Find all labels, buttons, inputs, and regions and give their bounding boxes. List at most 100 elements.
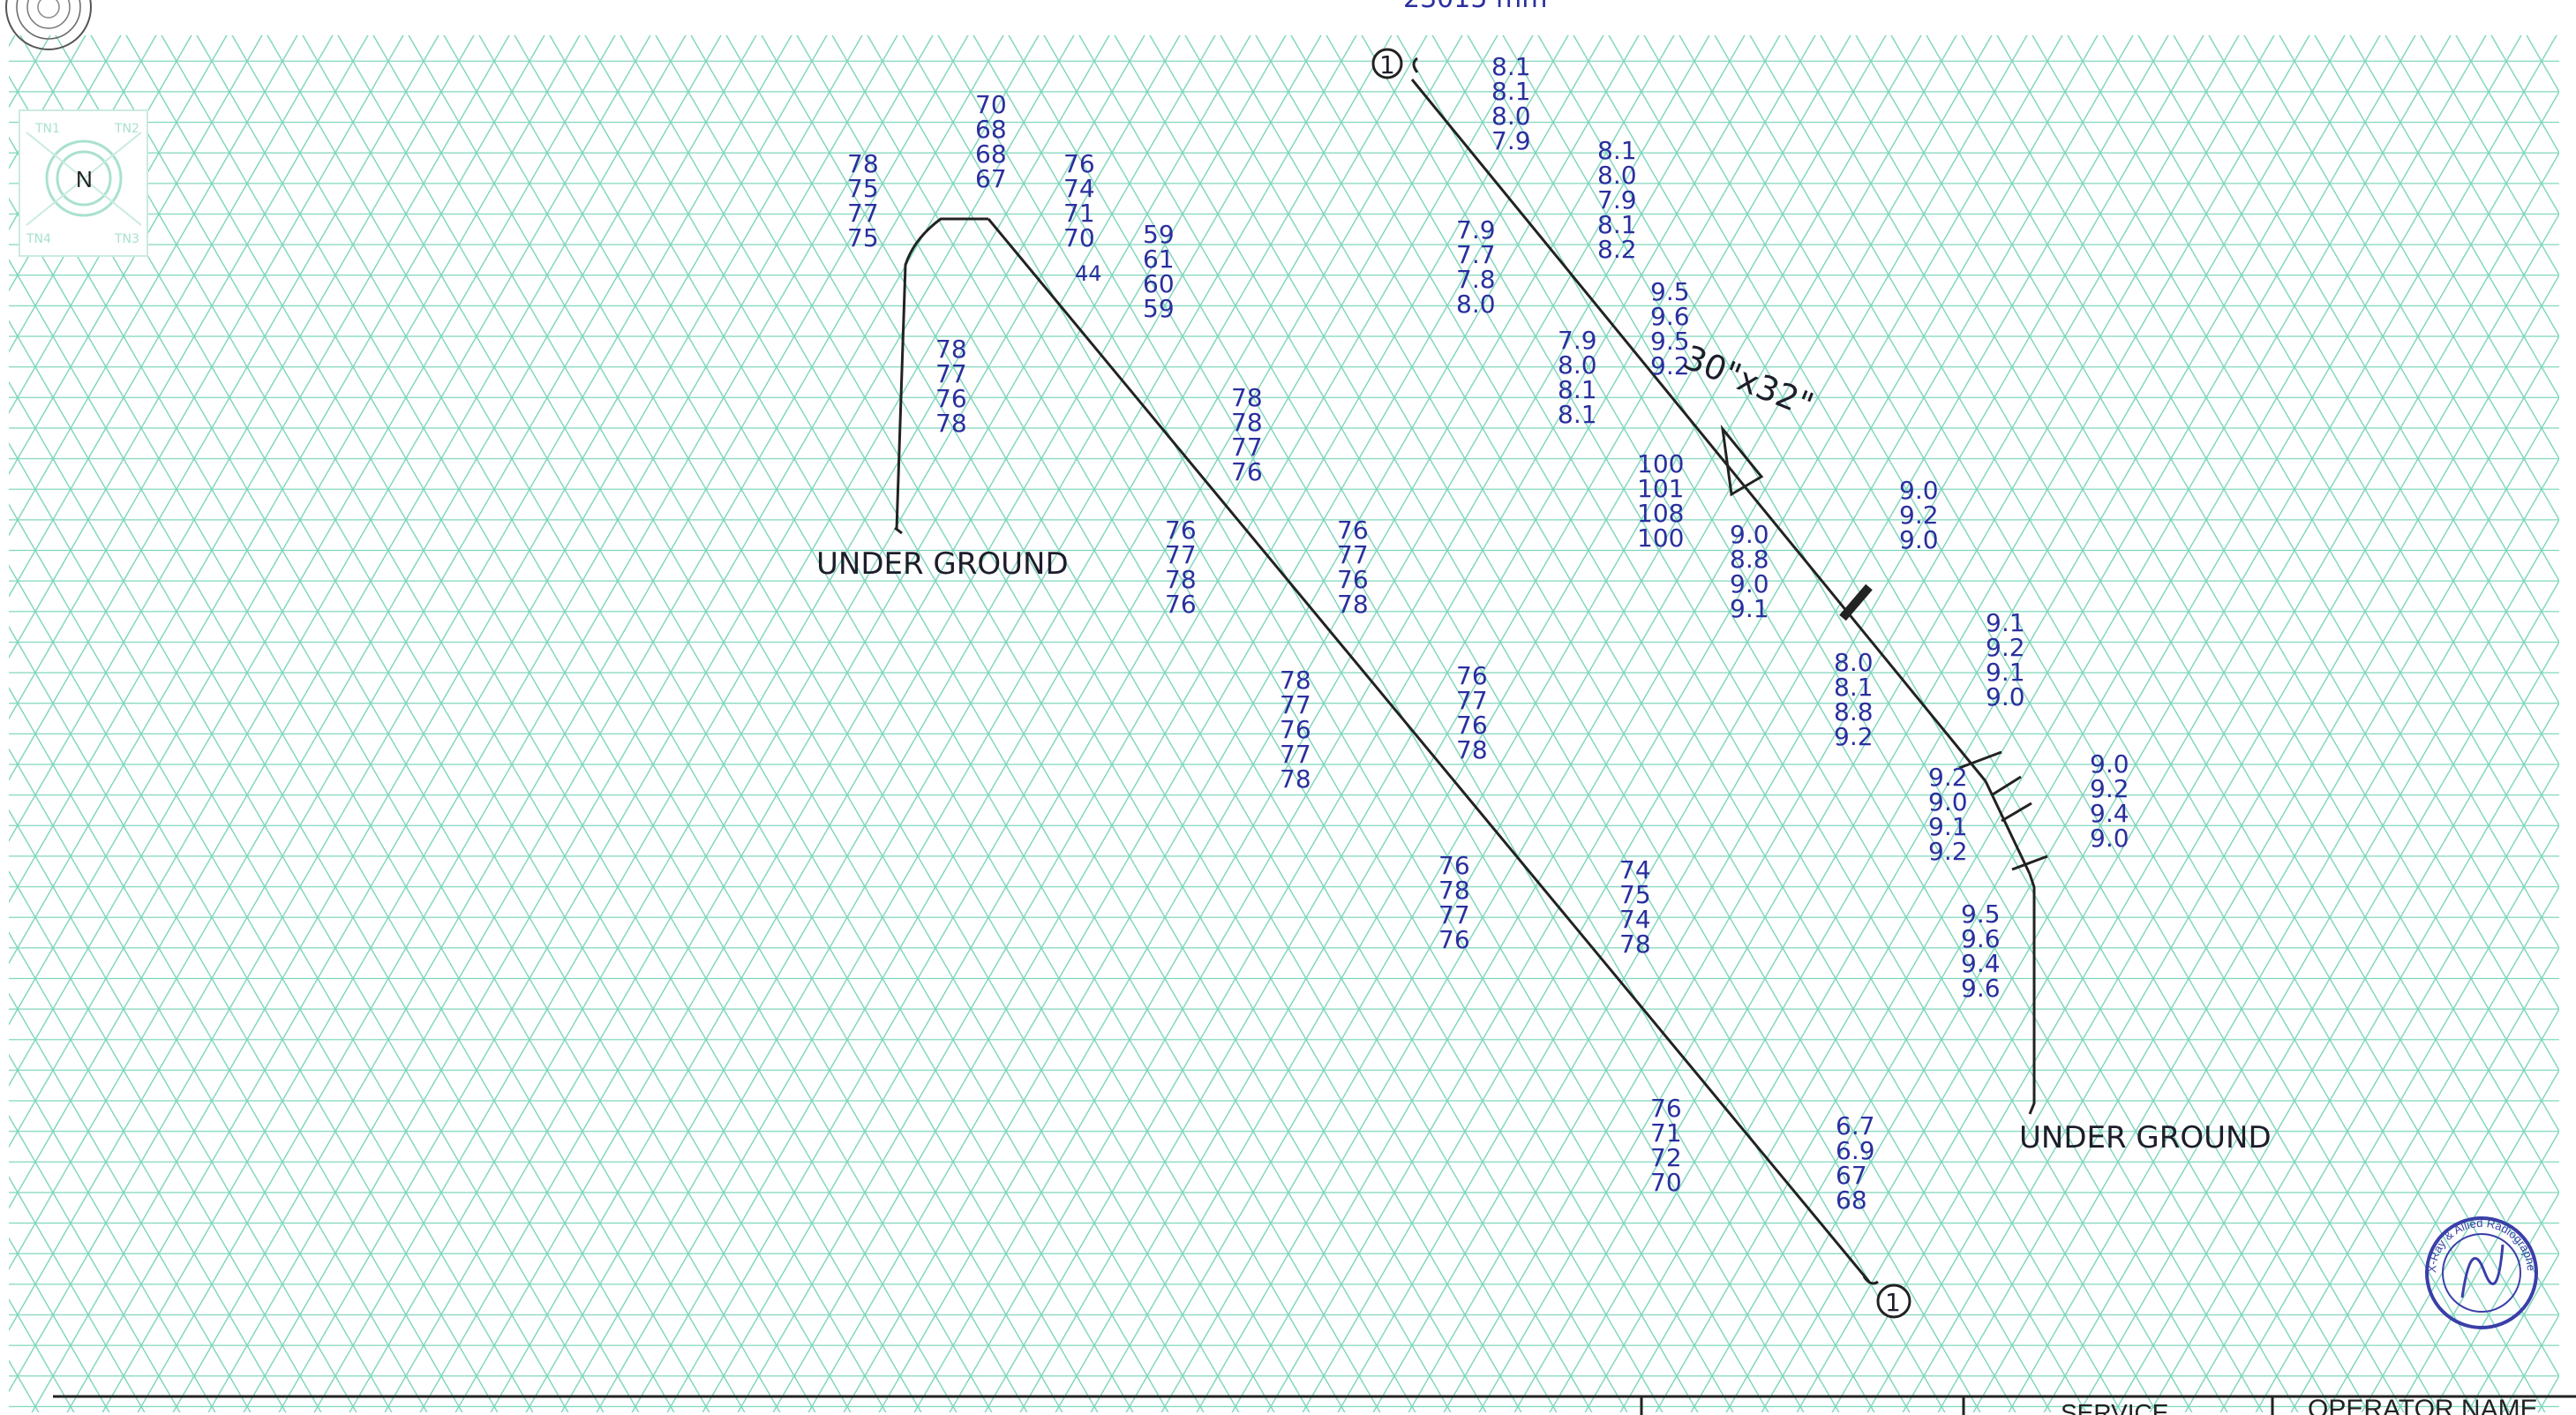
reading-value: 68 <box>975 139 1007 169</box>
reading-value: 101 <box>1637 474 1684 503</box>
reading-value: 8.1 <box>1597 136 1637 165</box>
reading-value: 7.9 <box>1597 185 1637 215</box>
reading-value: 76 <box>1231 457 1263 486</box>
reading-value: 76 <box>1650 1094 1682 1123</box>
reading-value: 77 <box>1231 433 1263 462</box>
reading-value: 76 <box>1280 715 1311 744</box>
reading-value: 76 <box>935 384 967 413</box>
reading-value: 9.0 <box>2090 749 2129 779</box>
reading-value: 78 <box>1165 565 1197 594</box>
reading-value: 68 <box>975 115 1007 144</box>
small-mark: 44 <box>1075 261 1102 286</box>
reading-value: 9.5 <box>1961 899 2001 929</box>
reading-value: 7.9 <box>1491 126 1531 155</box>
reading-value: 77 <box>935 359 967 388</box>
reading-value: 78 <box>1231 383 1263 412</box>
reading-value: 9.1 <box>1986 608 2025 637</box>
reading-value: 75 <box>1619 880 1651 909</box>
reading-value: 8.0 <box>1597 161 1637 190</box>
reading-value: 8.8 <box>1730 545 1769 574</box>
reading-value: 9.5 <box>1650 277 1690 306</box>
reading-value: 74 <box>1063 174 1095 203</box>
reading-value: 72 <box>1650 1143 1682 1172</box>
logo-icon <box>5 0 92 50</box>
reading-value: 8.1 <box>1491 77 1531 106</box>
reading-value: 77 <box>847 199 879 228</box>
reading-value: 9.2 <box>1928 763 1968 792</box>
reading-value: 78 <box>847 149 879 178</box>
reading-value: 6.9 <box>1836 1136 1875 1165</box>
pipe-left-riser <box>895 217 988 531</box>
reading-value: 78 <box>935 409 967 438</box>
reading-value: 70 <box>975 90 1007 119</box>
reading-value: 100 <box>1637 449 1684 478</box>
reading-value: 59 <box>1143 294 1175 323</box>
reading-value: 60 <box>1143 269 1175 298</box>
reading-value: 100 <box>1637 523 1684 553</box>
reading-stack-r16: 8.18.07.98.18.2 <box>1597 136 1637 264</box>
reading-value: 9.0 <box>1928 787 1968 817</box>
reducer-fitting <box>1720 424 2048 871</box>
reading-value: 8.1 <box>1558 375 1597 404</box>
reading-value: 75 <box>847 223 879 252</box>
reading-value: 70 <box>1650 1168 1682 1197</box>
reading-value: 71 <box>1650 1118 1682 1148</box>
reading-value: 9.0 <box>1899 476 1939 505</box>
marker-1: 1 <box>1371 48 1403 79</box>
reading-value: 8.0 <box>1558 350 1597 380</box>
pipe-right-drop <box>2028 873 2036 1115</box>
reading-value: 8.1 <box>1491 52 1531 81</box>
reading-stack-r21: 9.08.89.09.1 <box>1730 520 1769 623</box>
reading-value: 78 <box>1456 735 1488 764</box>
reading-value: 74 <box>1619 855 1651 884</box>
reading-value: 9.2 <box>1986 633 2025 662</box>
reading-value: 9.0 <box>1730 520 1769 549</box>
reading-value: 9.1 <box>1928 812 1968 841</box>
reading-stack-r24: 8.08.18.89.2 <box>1834 648 1874 751</box>
compass-tn2: TN2 <box>114 122 139 136</box>
reading-value: 77 <box>1438 900 1470 930</box>
reading-stack-r26: 9.09.29.49.0 <box>2090 749 2129 853</box>
reading-stack-r17: 7.97.77.88.0 <box>1456 215 1496 319</box>
svg-text:1: 1 <box>1885 1288 1901 1317</box>
title-block: SERVICE OPERATOR NAME <box>53 1395 2576 1415</box>
reading-value: 8.0 <box>1834 648 1874 677</box>
reading-value: 9.2 <box>1650 351 1690 380</box>
reading-value: 77 <box>1456 686 1488 715</box>
reading-value: 71 <box>1063 199 1095 228</box>
reading-value: 77 <box>1280 690 1311 719</box>
marker-2: 1 <box>1876 1283 1911 1319</box>
reading-value: 9.0 <box>1986 682 2025 711</box>
reading-value: 9.2 <box>1928 837 1968 866</box>
reading-value: 7.8 <box>1456 265 1496 294</box>
header-text: 23015 mm <box>1403 0 1547 14</box>
reading-value: 68 <box>1836 1185 1867 1215</box>
reading-value: 76 <box>1165 516 1197 545</box>
reading-value: 77 <box>1337 540 1369 569</box>
compass: N TN1 TN2 TN4 TN3 <box>19 109 148 257</box>
reading-value: 7.9 <box>1558 326 1597 355</box>
reading-value: 8.0 <box>1491 102 1531 131</box>
reading-value: 78 <box>935 335 967 364</box>
reading-value: 76 <box>1438 851 1470 880</box>
pipe-lines <box>894 56 2036 1285</box>
reading-value: 9.4 <box>2090 799 2129 828</box>
reading-stack-r22: 9.09.29.0 <box>1899 476 1939 554</box>
reading-value: 75 <box>847 174 879 203</box>
reading-value: 9.0 <box>1899 525 1939 554</box>
reading-value: 8.8 <box>1834 697 1874 726</box>
reading-stack-r27: 9.59.69.49.6 <box>1961 899 2001 1003</box>
reading-stack-r15: 8.18.18.07.9 <box>1491 52 1531 155</box>
reading-value: 78 <box>1337 590 1369 619</box>
reading-value: 76 <box>1438 925 1470 954</box>
